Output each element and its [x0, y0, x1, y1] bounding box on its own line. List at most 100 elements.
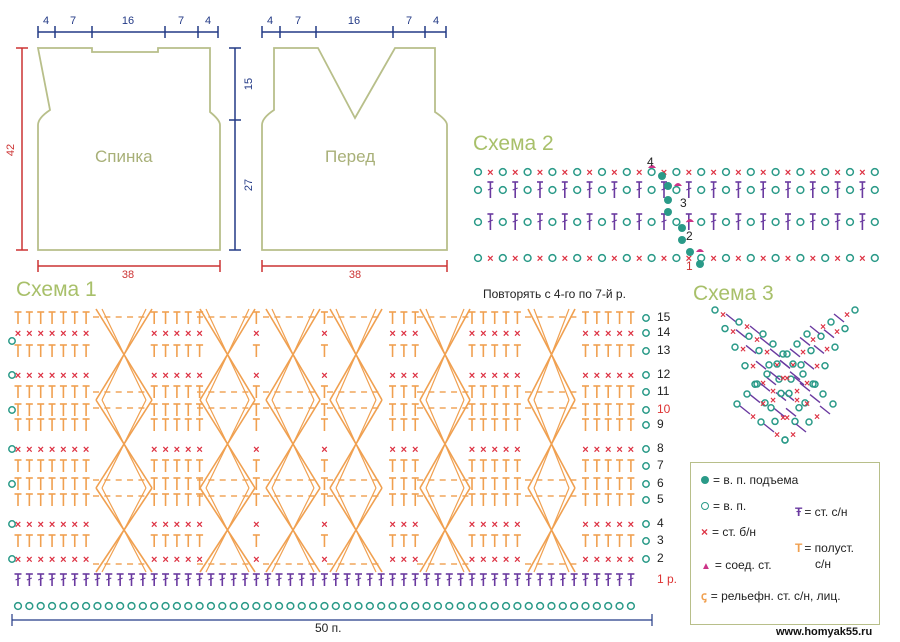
chain-stitch — [672, 185, 681, 195]
dc-stitch — [468, 573, 476, 586]
row-number: 12 — [657, 367, 671, 381]
hdc-stitch — [502, 403, 510, 416]
sc-stitch: × — [790, 361, 796, 372]
sc-stitch: × — [764, 348, 770, 359]
schema-3-chart: ×××××××××××××××××××××××××××××××× — [711, 306, 859, 444]
hdc-stitch — [14, 418, 22, 431]
front-top-dim-label: 4 — [267, 15, 273, 27]
chain-stitch — [647, 217, 656, 227]
schema-2-row-mark: 4 — [647, 155, 654, 169]
chain-stitch — [70, 601, 79, 611]
hdc-stitch — [14, 403, 22, 416]
hdc-stitch — [48, 344, 56, 357]
chain-stitch — [252, 601, 261, 611]
back-top-dim-label: 7 — [70, 15, 76, 27]
hdc-stitch — [513, 403, 521, 416]
hdc-stitch — [82, 493, 90, 506]
front-top-dim-label: 7 — [295, 15, 301, 27]
hdc-stitch — [162, 418, 170, 431]
sc-stitch: × — [185, 328, 191, 340]
chain-stitch — [771, 167, 780, 177]
hdc-stitch — [150, 418, 158, 431]
chain-stitch — [697, 217, 706, 227]
sc-stitch: × — [594, 519, 600, 531]
chain-stitch — [870, 167, 879, 177]
sc-stitch: × — [750, 412, 756, 423]
dc-stitch — [759, 382, 771, 392]
sc-stitch: × — [487, 253, 493, 265]
dc-stitch — [809, 325, 821, 335]
chain-stitch — [104, 601, 113, 611]
hdc-stitch — [25, 493, 33, 506]
hdc-stitch — [25, 477, 33, 490]
dc-stitch — [763, 423, 775, 433]
slip-stitch — [648, 165, 656, 168]
hdc-stitch — [59, 534, 67, 547]
sc-stitch: × — [60, 328, 66, 340]
dc-stitch — [252, 573, 260, 586]
sc-stitch: × — [616, 444, 622, 456]
sc-stitch: × — [83, 554, 89, 566]
chain-stitch — [467, 601, 477, 611]
dc-stitch — [173, 573, 181, 586]
schema-2-row-mark: 1 — [686, 259, 693, 273]
width-dimensions — [37, 260, 448, 272]
sc-stitch: × — [686, 253, 692, 265]
hdc-stitch — [604, 493, 612, 506]
chain-stitch — [745, 332, 753, 341]
chain-stitch — [240, 601, 250, 611]
sc-stitch: × — [628, 328, 634, 340]
chain-stitch — [422, 601, 431, 611]
hdc-stitch — [627, 344, 635, 357]
sc-stitch: × — [196, 328, 202, 340]
hdc-stitch — [627, 385, 635, 398]
chain-stitch — [795, 403, 803, 412]
hdc-stitch — [37, 459, 45, 472]
hdc-stitch — [593, 459, 601, 472]
dc-stitch — [487, 213, 494, 230]
chain-stitch — [845, 185, 855, 195]
row-number: 8 — [657, 441, 664, 455]
chain-stitch — [803, 330, 811, 338]
chain-stitch — [775, 375, 783, 383]
hdc-stitch — [389, 344, 397, 357]
hdc-stitch — [173, 418, 181, 431]
dc-stitch — [785, 213, 791, 230]
sc-stitch: × — [162, 328, 168, 340]
relief-cable — [197, 308, 256, 401]
hdc-stitch — [59, 344, 67, 357]
sc-stitch: × — [174, 328, 180, 340]
hdc-stitch — [411, 459, 419, 472]
chain-stitch — [498, 185, 507, 195]
turning-chain-stitch — [8, 371, 16, 379]
turning-chain-stitch — [642, 537, 650, 545]
sc-stitch: × — [790, 430, 796, 441]
width-back-label: 38 — [122, 269, 134, 281]
sc-stitch: × — [605, 554, 611, 566]
sc-stitch: × — [628, 370, 634, 382]
dc-stitch — [611, 213, 618, 230]
chain-stitch — [845, 253, 855, 263]
hdc-stitch — [14, 534, 22, 547]
sc-stitch: × — [469, 519, 475, 531]
hdc-stitch — [37, 403, 45, 416]
hdc-stitch — [468, 311, 476, 324]
dc-stitch — [128, 573, 135, 586]
sc-stitch: × — [785, 253, 791, 265]
dc-stitch — [298, 573, 306, 586]
sc-stitch: × — [185, 519, 191, 531]
hdc-stitch — [582, 477, 589, 490]
sc-stitch: × — [582, 554, 588, 566]
relief-cable — [417, 399, 471, 489]
chain-stitch — [597, 185, 607, 195]
hdc-stitch — [582, 534, 589, 547]
sc-stitch: × — [162, 444, 168, 456]
hdc-stitch — [59, 311, 67, 324]
schema-1-title: Схема 1 — [16, 278, 97, 301]
dc-stitch — [196, 573, 204, 586]
chain-stitch — [548, 167, 557, 177]
schema-1-chart: ××××××××××××××××××××××××××××××××××××××××… — [8, 308, 650, 611]
row-number: 15 — [657, 310, 671, 324]
hdc-stitch — [389, 418, 397, 431]
hdc-stitch — [71, 418, 79, 431]
